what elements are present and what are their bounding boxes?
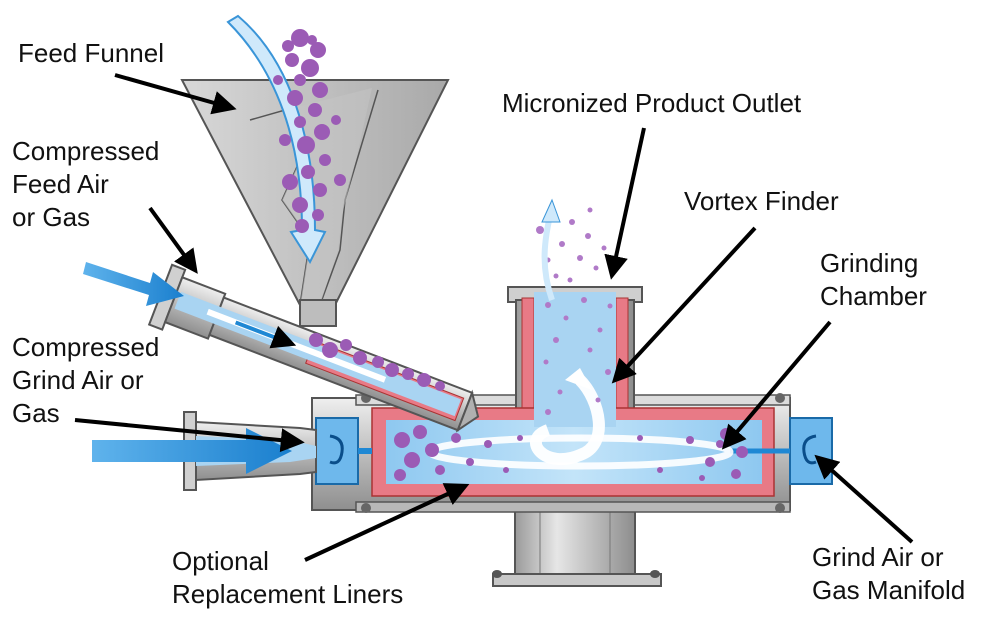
label-compressed-feed-air-line1: Compressed [12,136,159,166]
product-outlet-arrowhead [541,198,561,223]
label-vortex-finder: Vortex Finder [684,186,839,216]
feed-air-arrow [83,262,184,306]
label-grind-manifold-line1: Grind Air or [812,542,944,572]
leader-lines [74,73,914,562]
label-grind-manifold-line2: Gas Manifold [812,575,965,605]
label-grinding-chamber-line1: Grinding [820,248,918,278]
feed-particles [273,29,346,233]
label-compressed-feed-air-line3: or Gas [12,202,90,232]
label-micronized-outlet: Micronized Product Outlet [502,88,802,118]
grind-air-arrow [92,428,292,474]
label-grinding-chamber-line2: Chamber [820,281,927,311]
label-compressed-grind-air-line3: Gas [12,398,60,428]
label-optional-liners-line2: Replacement Liners [172,579,403,609]
label-compressed-grind-air-line2: Grind Air or [12,365,144,395]
chamber-particles [394,425,748,481]
product-outlet-arrow [541,214,555,301]
injector-particles [309,333,445,391]
vortex-finder-tube [507,286,643,427]
feed-injector [147,263,480,433]
feed-flow-arrow [226,14,327,265]
label-compressed-grind-air-line1: Compressed [12,332,159,362]
label-optional-liners-line1: Optional [172,546,269,576]
label-feed-funnel: Feed Funnel [18,38,164,68]
label-compressed-feed-air-line2: Feed Air [12,169,109,199]
